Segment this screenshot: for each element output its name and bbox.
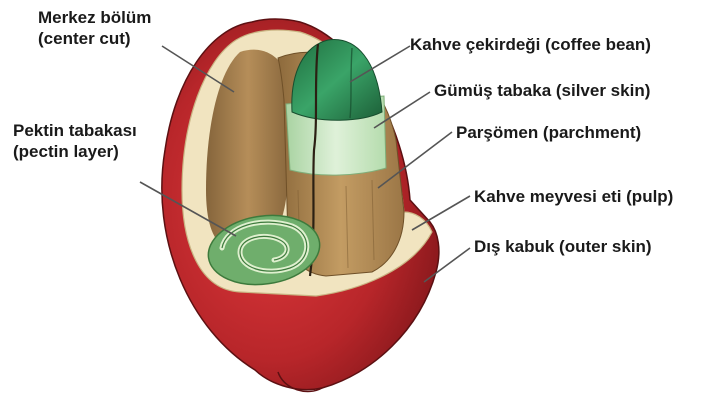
label-outer-skin: Dış kabuk (outer skin) (474, 236, 652, 257)
label-pectin-layer-line1: Pektin tabakası (13, 120, 137, 141)
label-pulp: Kahve meyvesi eti (pulp) (474, 186, 673, 207)
label-center-cut-line2: (center cut) (38, 28, 151, 49)
label-coffee-bean: Kahve çekirdeği (coffee bean) (410, 34, 651, 55)
label-parchment: Parşömen (parchment) (456, 122, 641, 143)
label-center-cut: Merkez bölüm (center cut) (38, 7, 151, 49)
label-pectin-layer: Pektin tabakası (pectin layer) (13, 120, 137, 162)
label-center-cut-line1: Merkez bölüm (38, 7, 151, 28)
label-silver-skin: Gümüş tabaka (silver skin) (434, 80, 650, 101)
label-pectin-layer-line2: (pectin layer) (13, 141, 137, 162)
